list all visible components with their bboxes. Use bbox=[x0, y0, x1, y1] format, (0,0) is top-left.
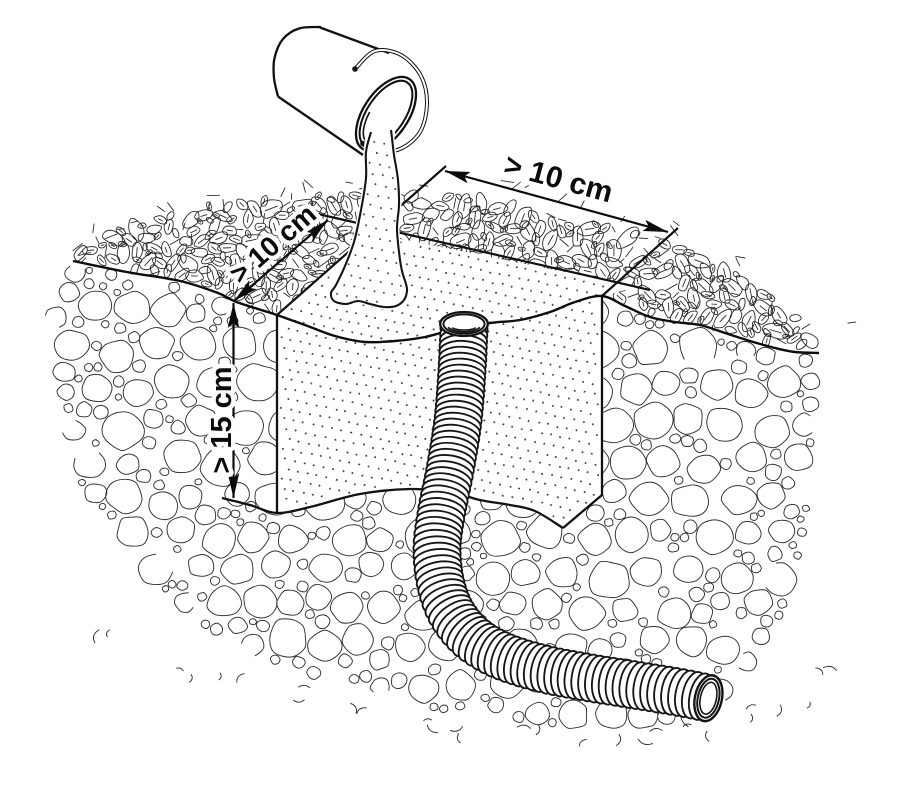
svg-text:> 15 cm: > 15 cm bbox=[206, 366, 238, 473]
svg-text:> 15 cm: > 15 cm bbox=[206, 366, 238, 473]
